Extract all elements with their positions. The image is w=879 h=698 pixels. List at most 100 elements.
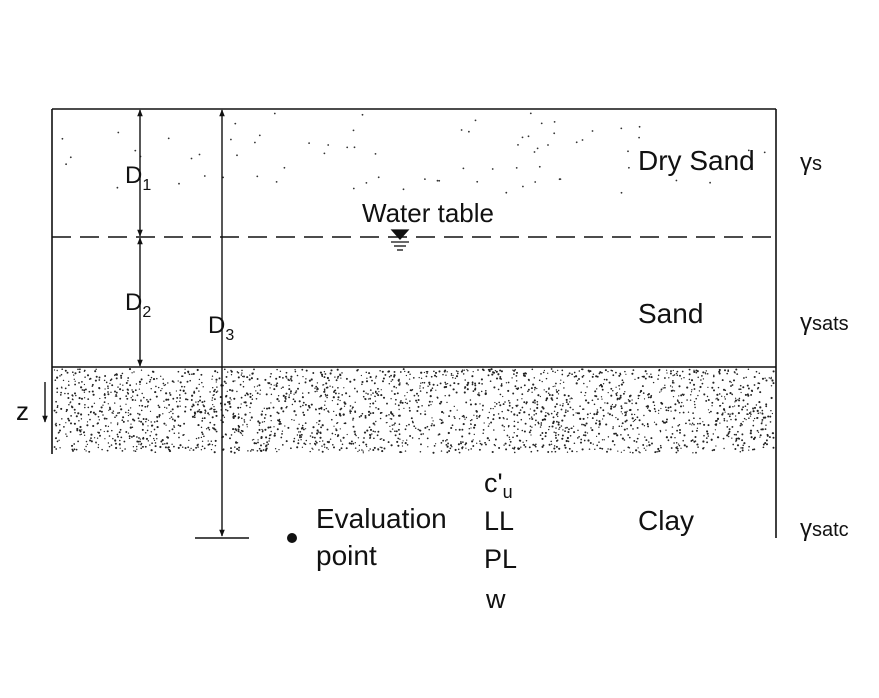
clay-grain-dot	[557, 434, 560, 436]
clay-grain-dot	[374, 424, 376, 426]
clay-grain-dot	[391, 428, 394, 430]
clay-grain-dot	[203, 435, 205, 438]
clay-grain-dot	[726, 372, 729, 375]
clay-grain-dot	[360, 414, 363, 417]
clay-grain-dot	[399, 438, 401, 440]
clay-grain-dot	[756, 429, 759, 432]
clay-grain-dot	[592, 443, 594, 445]
clay-grain-dot	[116, 423, 119, 426]
clay-grain-dot	[201, 401, 204, 404]
clay-grain-dot	[658, 450, 661, 452]
clay-grain-dot	[460, 441, 462, 443]
clay-grain-dot	[80, 397, 84, 400]
clay-grain-dot	[97, 415, 100, 418]
clay-grain-dot	[670, 389, 673, 392]
clay-grain-dot	[624, 414, 627, 416]
clay-grain-dot	[104, 393, 106, 395]
clay-grain-dot	[421, 382, 424, 384]
clay-property-w: w	[485, 584, 506, 614]
clay-grain-dot	[197, 437, 200, 439]
clay-grain-dot	[734, 397, 737, 399]
clay-grain-dot	[410, 389, 413, 392]
clay-grain-dot	[284, 397, 287, 400]
clay-grain-dot	[586, 432, 589, 434]
clay-grain-dot	[521, 406, 524, 409]
clay-grain-dot	[678, 423, 681, 426]
clay-grain-dot	[569, 406, 572, 409]
clay-grain-dot	[196, 403, 199, 406]
clay-grain-dot	[450, 374, 453, 376]
clay-grain-dot	[108, 435, 111, 437]
clay-grain-dot	[641, 375, 644, 378]
clay-grain-dot	[564, 430, 566, 432]
clay-grain-dot	[202, 404, 204, 406]
clay-grain-dot	[358, 449, 360, 451]
clay-grain-dot	[556, 420, 558, 423]
clay-grain-dot	[611, 403, 614, 406]
clay-grain-dot	[722, 437, 725, 440]
clay-grain-dot	[765, 405, 768, 408]
clay-grain-dot	[179, 444, 182, 447]
clay-grain-dot	[240, 403, 242, 405]
clay-grain-dot	[680, 378, 683, 380]
clay-grain-dot	[71, 448, 74, 451]
clay-grain-dot	[145, 418, 148, 421]
clay-grain-dot	[388, 382, 391, 385]
clay-grain-dot	[312, 426, 315, 429]
clay-grain-dot	[260, 449, 263, 452]
water-table-label: Water table	[362, 198, 494, 228]
clay-grain-dot	[178, 432, 180, 434]
clay-grain-dot	[239, 406, 242, 409]
clay-grain-dot	[683, 444, 686, 447]
clay-grain-dot	[123, 440, 126, 443]
clay-grain-dot	[497, 388, 500, 391]
clay-grain-dot	[636, 416, 639, 419]
clay-grain-dot	[354, 433, 357, 436]
clay-grain-dot	[256, 385, 259, 387]
clay-grain-dot	[103, 379, 106, 382]
clay-grain-dot	[674, 409, 677, 412]
clay-grain-dot	[345, 447, 348, 450]
clay-grain-dot	[706, 430, 709, 433]
clay-grain-dot	[545, 377, 548, 380]
clay-grain-dot	[632, 369, 635, 371]
clay-grain-dot	[737, 412, 740, 415]
clay-grain-dot	[409, 373, 411, 376]
clay-grain-dot	[573, 442, 576, 444]
clay-grain-dot	[177, 424, 180, 427]
clay-grain-dot	[83, 369, 86, 372]
clay-grain-dot	[582, 374, 585, 377]
clay-grain-dot	[610, 394, 613, 397]
clay-grain-dot	[631, 413, 633, 416]
clay-grain-dot	[498, 416, 501, 420]
clay-grain-dot	[568, 447, 571, 450]
clay-grain-dot	[241, 375, 244, 378]
clay-grain-dot	[98, 419, 100, 421]
clay-grain-dot	[363, 431, 367, 434]
clay-grain-dot	[446, 401, 448, 404]
clay-grain-dot	[107, 387, 109, 390]
clay-grain-dot	[713, 389, 715, 392]
clay-grain-dot	[215, 381, 217, 383]
clay-grain-dot	[288, 388, 291, 391]
clay-grain-dot	[294, 369, 296, 371]
clay-grain-dot	[400, 451, 403, 453]
clay-grain-dot	[466, 368, 468, 371]
clay-grain-dot	[464, 379, 466, 381]
clay-grain-dot	[511, 447, 514, 449]
clay-grain-dot	[324, 446, 326, 448]
clay-grain-dot	[150, 388, 152, 390]
clay-grain-dot	[316, 429, 319, 432]
clay-grain-dot	[169, 417, 171, 420]
clay-grain-dot	[190, 447, 192, 450]
clay-grain-dot	[171, 418, 174, 421]
clay-grain-dot	[471, 383, 474, 386]
clay-grain-dot	[270, 383, 272, 386]
clay-grain-dot	[346, 433, 348, 436]
clay-grain-dot	[393, 374, 396, 377]
clay-grain-dot	[420, 371, 423, 374]
clay-grain-dot	[555, 413, 558, 416]
clay-grain-dot	[127, 414, 130, 417]
clay-grain-dot	[292, 440, 295, 443]
clay-grain-dot	[480, 443, 483, 446]
